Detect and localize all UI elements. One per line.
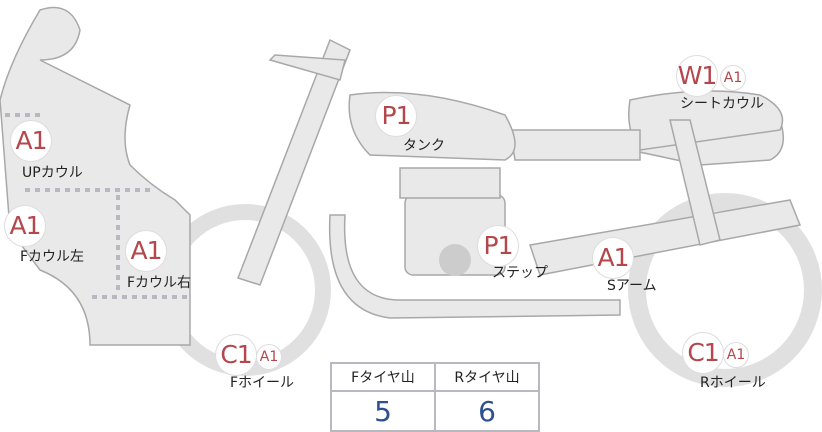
sub-code: A1 — [723, 342, 749, 368]
condition-code: C1 — [215, 334, 257, 376]
rear-shock — [669, 119, 721, 246]
tread-table: Fタイヤ山 Rタイヤ山 5 6 — [330, 362, 540, 432]
sub-code: A1 — [256, 344, 282, 370]
part-label: Rホイール — [700, 375, 766, 391]
condition-code: A1 — [4, 205, 46, 247]
part-label: Fカウル左 — [20, 249, 85, 265]
part-label: Fカウル右 — [127, 275, 192, 291]
part-label: Sアーム — [607, 278, 657, 294]
part-label: シートカウル — [680, 96, 764, 112]
part-label: ステップ — [492, 265, 548, 281]
condition-code: P1 — [375, 95, 417, 137]
front-tread-header: Fタイヤ山 — [330, 362, 436, 392]
swingarm — [529, 199, 802, 276]
front-tread-value: 5 — [330, 390, 436, 432]
rear-tread-value: 6 — [434, 390, 540, 432]
exhaust — [328, 214, 621, 319]
condition-code: A1 — [125, 230, 167, 272]
sub-code: A1 — [720, 65, 746, 91]
part-label: Fホイール — [230, 375, 295, 391]
fork — [237, 38, 351, 286]
condition-code: P1 — [477, 225, 519, 267]
part-label: UPカウル — [22, 165, 83, 181]
condition-code: W1 — [676, 55, 718, 97]
part-label: タンク — [403, 138, 445, 154]
condition-code: A1 — [10, 120, 52, 162]
condition-code: C1 — [682, 332, 724, 374]
rear-tread-header: Rタイヤ山 — [434, 362, 540, 392]
frame-rail — [509, 129, 641, 161]
handlebar — [268, 54, 346, 81]
condition-code: A1 — [592, 237, 634, 279]
